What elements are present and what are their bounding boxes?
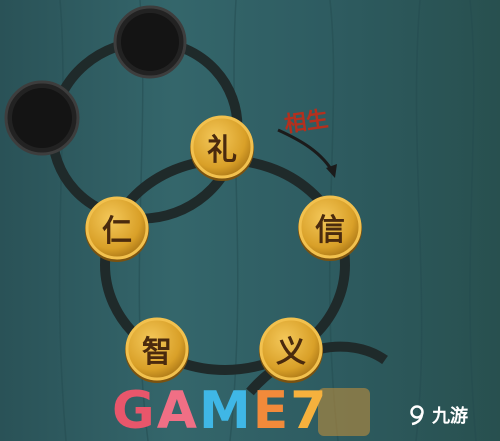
- hint-arrow-head: [326, 164, 337, 178]
- coin-zhi[interactable]: [125, 317, 189, 383]
- game7-watermark: GAME7: [112, 382, 328, 440]
- watermark-letter: A: [156, 381, 199, 441]
- nine-game-logo-icon: [410, 405, 424, 426]
- coin-li[interactable]: [190, 115, 254, 181]
- watermark-letter: M: [198, 381, 253, 441]
- watermark-blur: [318, 388, 370, 436]
- coin-ren[interactable]: [85, 196, 149, 262]
- coins: [85, 115, 362, 383]
- empty-slot-top-inner: [121, 13, 179, 71]
- coin-xin[interactable]: [298, 195, 362, 261]
- empty-slot-left-inner: [12, 88, 72, 148]
- watermark-letter: G: [112, 381, 157, 441]
- brand-text: 九游: [432, 406, 468, 427]
- watermark-letter: 7: [290, 381, 329, 441]
- hint-text: 相生: [282, 106, 330, 138]
- coin-yi[interactable]: [259, 317, 323, 383]
- watermark-letter: E: [252, 381, 291, 441]
- brand-badge: 九游: [406, 402, 468, 428]
- empty-slots: [4, 5, 187, 156]
